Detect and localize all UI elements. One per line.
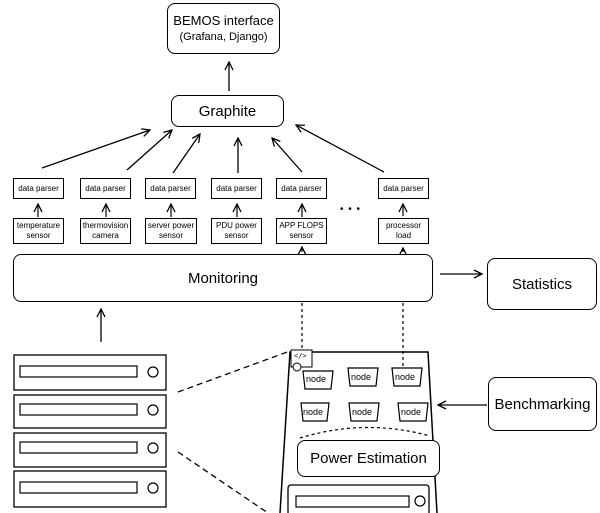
arrow-parser5-to-graphite [272,138,303,173]
node-label-1: node [306,374,327,384]
sensor-label: temperature [16,221,61,230]
sensor-label: sensor [224,231,249,240]
gear-icon [292,362,302,372]
arrow-parser6-to-graphite [296,125,385,173]
node-label-4: node [303,407,324,417]
sensor-label: processor [385,221,422,230]
data-parser-label: data parser [85,183,126,193]
benchmarking-label: Benchmarking [494,395,591,413]
server-stack [13,354,167,508]
node-shape-5 [348,402,380,422]
bemos-interface-box: BEMOS interface (Grafana, Django) [167,3,280,54]
data-parser-6: data parser [378,178,429,199]
dashed-line-zoom-top [177,350,291,393]
monitoring-label: Monitoring [187,269,259,287]
data-parser-4: data parser [211,178,262,199]
graphite-label: Graphite [198,102,257,120]
statistics-box: Statistics [487,258,597,310]
node-shape-6 [397,402,429,422]
sensor-label: server power [147,221,195,230]
sensor-label: PDU power [216,221,257,230]
benchmarking-box: Benchmarking [488,377,597,431]
graphite-box: Graphite [171,95,284,127]
arrow-parser1-to-graphite [41,130,150,169]
node-shape-2 [347,367,379,387]
node-label-3: node [395,372,416,382]
node-label-6: node [401,407,422,417]
data-parser-label: data parser [150,183,191,193]
rack-server-slot [295,495,410,508]
sensor-label: sensor [26,231,51,240]
code-icon-label: </> [294,352,307,360]
data-parser-label: data parser [383,183,424,193]
sensor-label: sensor [289,231,314,240]
bemos-subtitle: (Grafana, Django) [179,30,268,43]
power-estimation-label: Power Estimation [310,450,427,467]
sensor-label: sensor [158,231,183,240]
node-shape-1 [302,370,334,390]
statistics-label: Statistics [511,275,572,293]
data-parser-2: data parser [80,178,131,199]
sensor-label: load [395,231,412,240]
node-label-5: node [352,407,373,417]
data-parser-label: data parser [281,183,322,193]
sensor-label: APP FLOPS [279,221,324,230]
arrow-parser2-to-graphite [126,130,172,171]
dashed-line-zoom-bottom [177,451,269,513]
node-label-2: node [351,372,372,382]
rack-outline [279,351,438,513]
sensor-label: camera [92,231,119,240]
ellipsis: • • • [340,204,362,215]
data-parser-3: data parser [145,178,196,199]
data-parser-5: data parser [276,178,327,199]
data-parser-label: data parser [216,183,257,193]
node-shape-4 [300,402,330,422]
dashed-curve [299,426,431,439]
data-parser-1: data parser [13,178,64,199]
bemos-title: BEMOS interface [173,12,274,28]
monitoring-box: Monitoring [13,254,433,302]
rack-server-led [414,495,426,507]
arrow-parser3-to-graphite [172,134,200,174]
node-shape-3 [391,367,423,387]
data-parser-label: data parser [18,183,59,193]
sensor-label: thermovision [82,221,129,230]
power-estimation-box: Power Estimation [297,440,440,477]
